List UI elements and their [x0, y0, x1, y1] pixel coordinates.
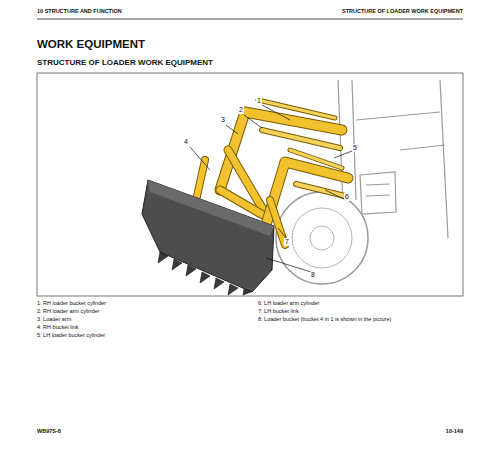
callout-number: 3 — [220, 116, 226, 124]
wheel — [276, 192, 368, 284]
part-list-item: 5: LH loader bucket cylinder — [37, 332, 105, 338]
part-list-item: 4: RH bucket link — [37, 324, 79, 330]
callout-number: 2 — [238, 106, 244, 114]
figure-frame — [37, 73, 463, 296]
part-list-item: 1: RH loader bucket cylinder — [37, 300, 106, 306]
callout-number: 5 — [352, 144, 358, 152]
page-number: 10-149 — [446, 428, 463, 434]
section-heading: STRUCTURE OF LOADER WORK EQUIPMENT — [37, 58, 213, 67]
part-list-item: 2: RH loader arm cylinder — [37, 308, 99, 314]
running-header: 10 STRUCTURE AND FUNCTION — [37, 8, 122, 14]
part-list-item: 8: Loader bucket (bucket 4 in 1 is shown… — [258, 316, 458, 322]
part-list-item: 3: Loader arm — [37, 316, 71, 322]
callout-number: 8 — [310, 271, 316, 279]
part-list-item: 6: LH loader arm cylinder — [258, 300, 319, 306]
header-rule — [37, 19, 463, 20]
callout-number: 6 — [344, 193, 350, 201]
page-title: WORK EQUIPMENT — [37, 38, 145, 51]
leader-lines — [190, 105, 352, 272]
running-header: STRUCTURE OF LOADER WORK EQUIPMENT — [342, 8, 463, 14]
part-list-item: 7: LH bucket link — [258, 308, 299, 314]
callout-number: 1 — [256, 97, 262, 105]
callout-number: 7 — [284, 238, 290, 246]
model-code: WB97S-8 — [37, 428, 61, 434]
loader-bucket — [142, 180, 274, 295]
callout-number: 4 — [183, 138, 189, 146]
